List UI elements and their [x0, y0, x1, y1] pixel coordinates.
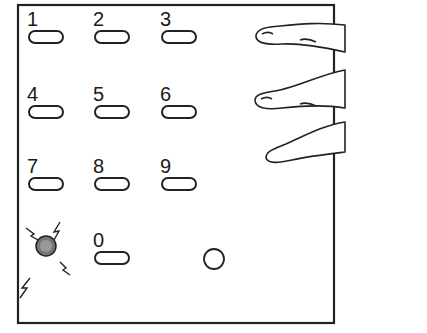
key-number: 4 — [27, 84, 38, 104]
indicator-led — [20, 222, 70, 298]
key-number: 8 — [93, 156, 104, 176]
key-number: 5 — [93, 84, 104, 104]
key-number: 3 — [160, 9, 171, 29]
key-number: 9 — [160, 156, 171, 176]
key-number: 6 — [160, 84, 171, 104]
round-button — [204, 249, 224, 269]
key-number: 2 — [93, 9, 104, 29]
keypad-panel — [18, 5, 334, 323]
key-number: 7 — [27, 156, 38, 176]
pressing-hand — [255, 23, 345, 162]
key-number: 0 — [93, 230, 104, 250]
key-number: 1 — [27, 9, 38, 29]
key-buttons — [29, 31, 196, 264]
